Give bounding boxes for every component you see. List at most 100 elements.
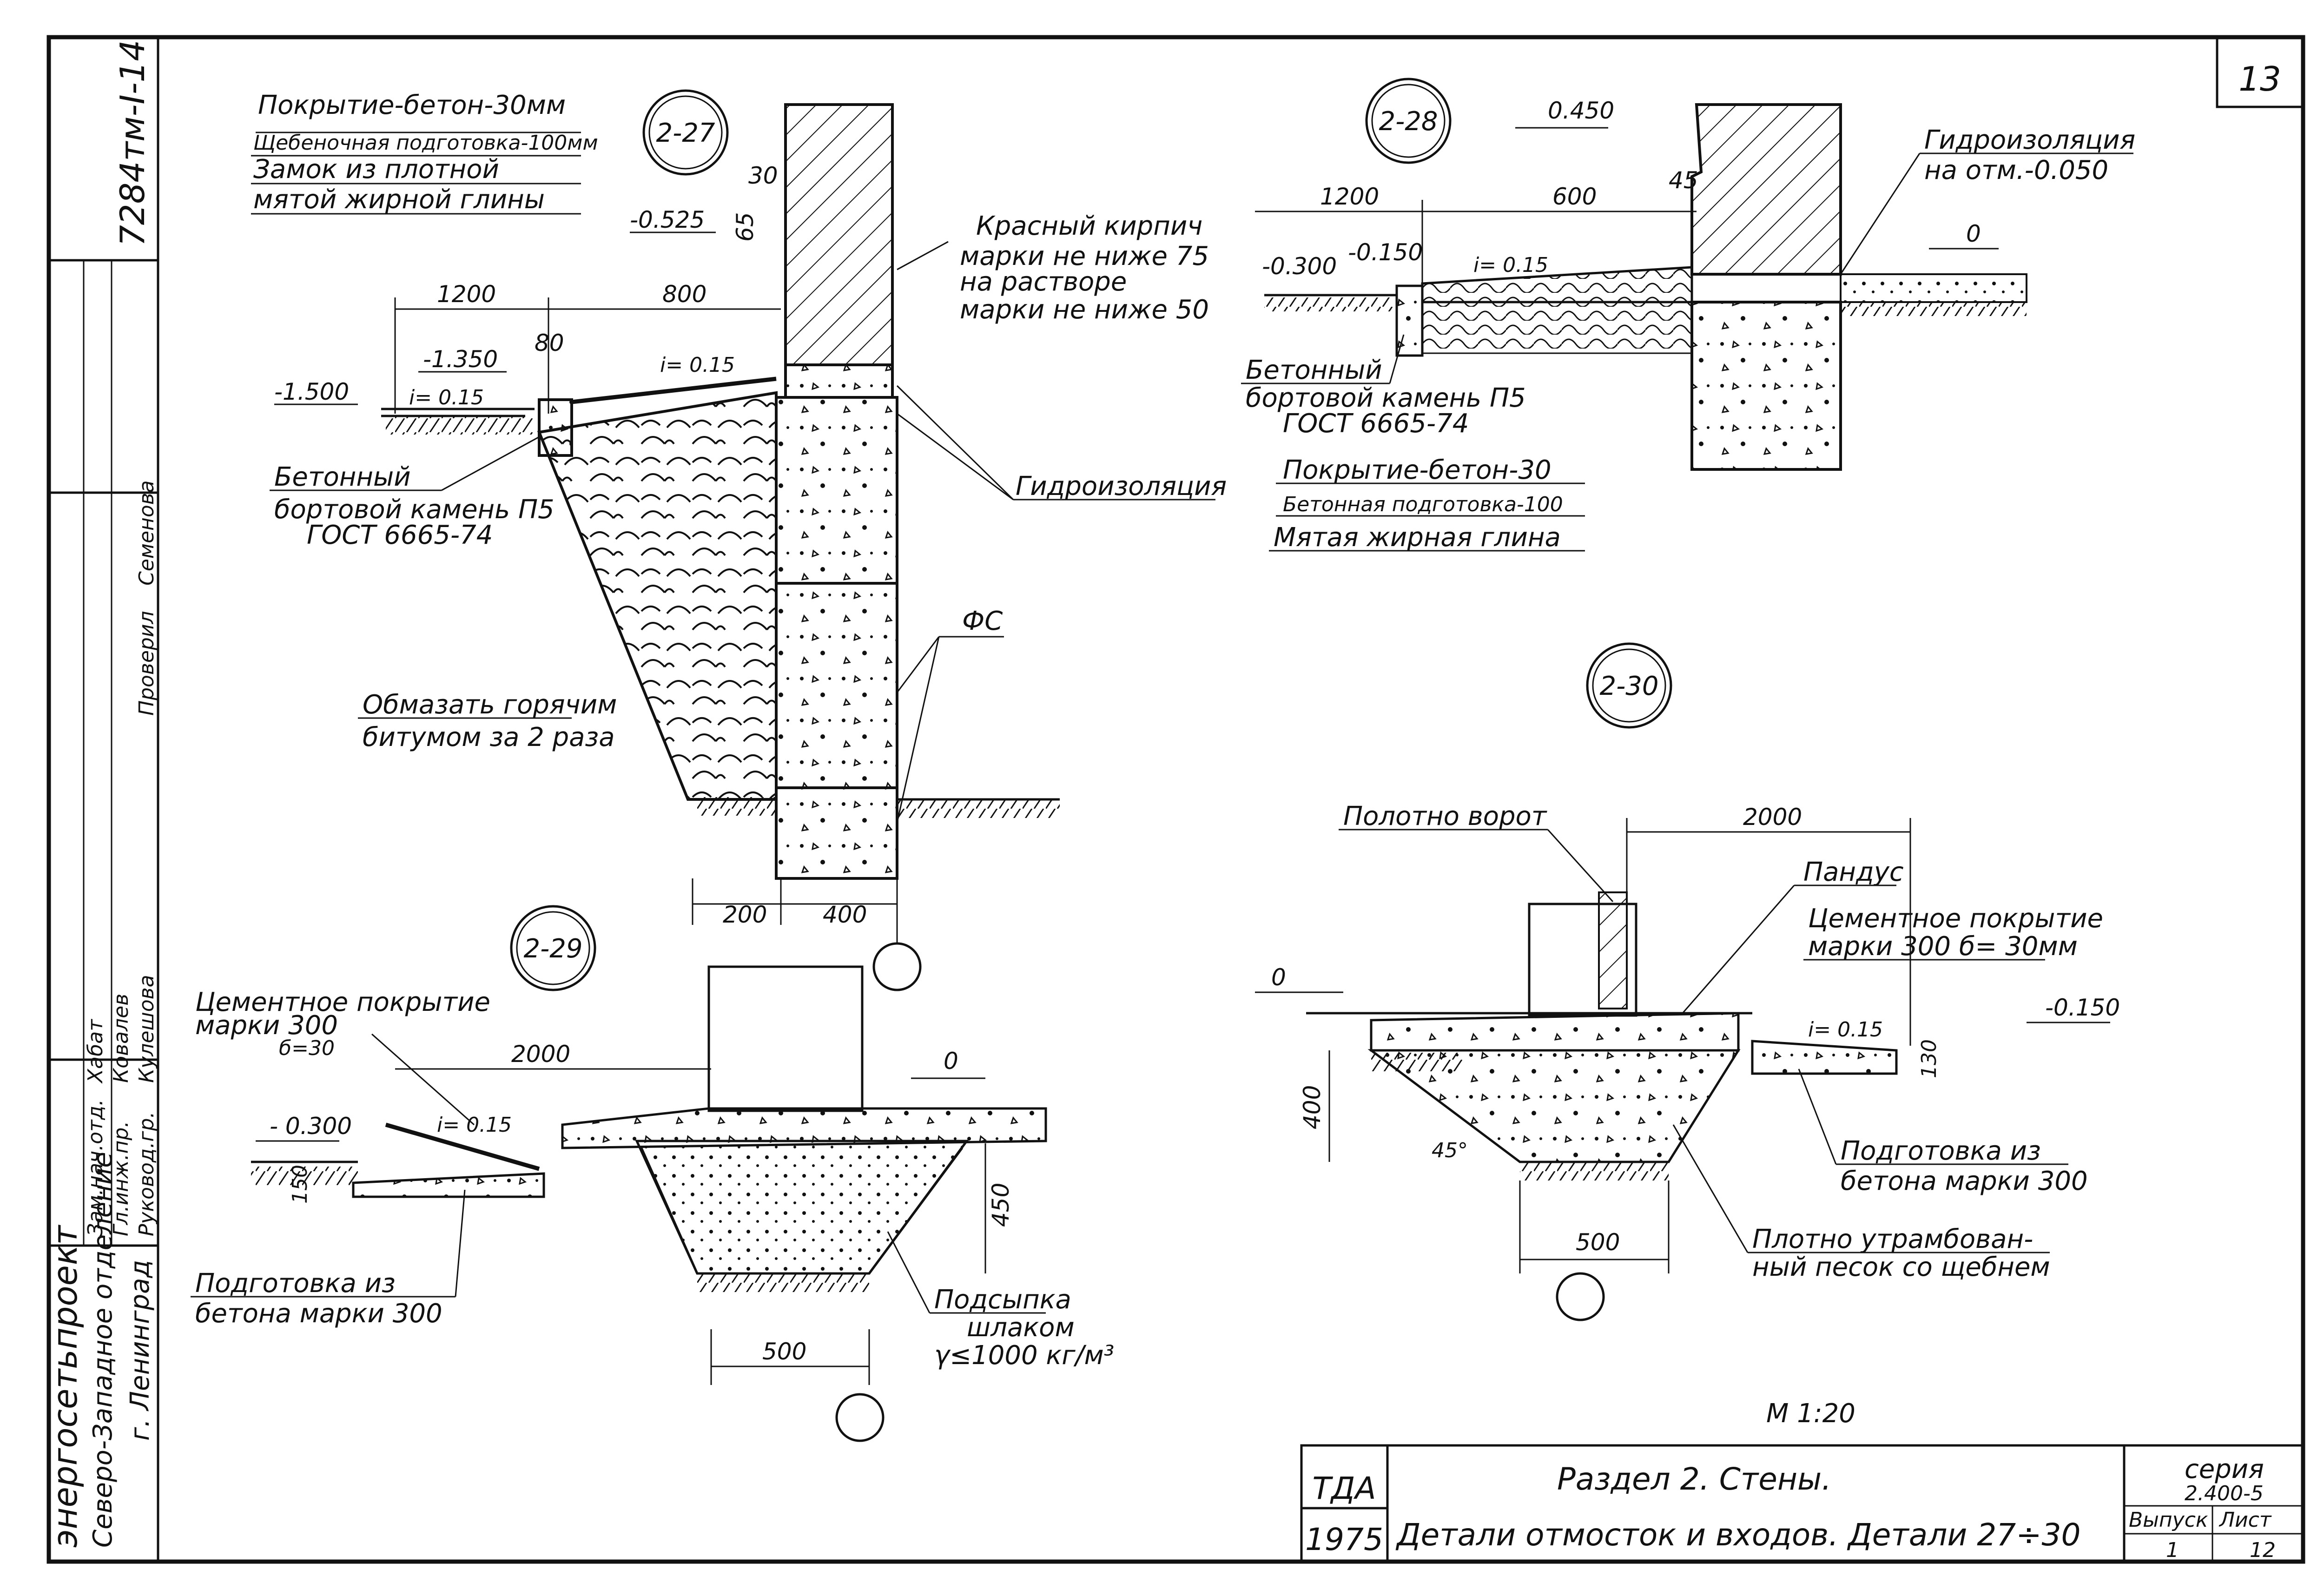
brick-wall <box>784 103 894 366</box>
detail-2-29-marker-text: 2-29 <box>523 934 582 964</box>
d28-waterproof-2: на отм.-0.050 <box>1924 155 2108 185</box>
side-stamp-role-2: Гл.инж.пр. <box>109 1121 133 1236</box>
d28-stone-2: бортовой камень П5 <box>1246 383 1526 413</box>
side-stamp-name-3: Кулешова <box>135 975 158 1083</box>
detail-2-28: 2-28 0.450 1200 600 -0.300 -0.150 i= 0.1… <box>1241 78 2135 553</box>
d28-level-0450: 0.450 <box>1548 97 1614 124</box>
d28-paving <box>1421 266 1693 303</box>
d30-dim-130: 130 <box>1917 1039 1941 1078</box>
d27-stone-2: бортовой камень П5 <box>274 495 555 525</box>
d29-prep-1: Подготовка из <box>195 1268 396 1299</box>
side-stamp-role-1: Зам.нач.отд. <box>84 1099 107 1236</box>
title-section: Раздел 2. Стены. <box>1557 1461 1831 1497</box>
d28-foundation <box>1690 301 1842 471</box>
d27-slope-a: i= 0.15 <box>409 386 484 409</box>
foundation-block-1 <box>775 396 898 585</box>
detail-2-29-marker <box>510 905 596 991</box>
d29-dim-150: 150 <box>288 1165 312 1204</box>
detail-2-27: 2-27 Покрытие-бетон-30мм Щебеночная подг… <box>251 89 1227 991</box>
detail-2-30: 2-30 Полотно ворот 2000 Пандус Цементное… <box>1255 642 2120 1321</box>
d28-layer-2: Бетонная подготовка-100 <box>1283 493 1563 516</box>
d30-ramp-slab <box>1370 1012 1740 1052</box>
waterproof-layer <box>784 363 894 399</box>
side-stamp: 7284тм-І-14 Зам.нач.отд. Гл.инж.пр. Руко… <box>46 40 158 1548</box>
d29-dim-500: 500 <box>762 1338 806 1365</box>
d27-waterproof: Гидроизоляция <box>1016 471 1227 501</box>
side-stamp-department: Северо-Западное отделение <box>88 1152 118 1548</box>
d29-door-post <box>707 965 864 1112</box>
d30-prep-2: бетона марки 300 <box>1841 1166 2088 1196</box>
d29-dim-2000: 2000 <box>511 1041 570 1068</box>
d27-level-0525: -0.525 <box>630 206 705 233</box>
d29-fill-2: шлаком <box>967 1312 1075 1343</box>
detail-2-27-marker <box>642 89 729 176</box>
side-stamp-city: г. Ленинград <box>125 1260 155 1441</box>
d28-slope: i= 0.15 <box>1473 253 1548 277</box>
d29-cement-1: Цементное покрытие <box>195 987 490 1017</box>
d29-slope: i= 0.15 <box>437 1113 512 1137</box>
d30-cement-2: марки 300 б= 30мм <box>1808 931 2078 962</box>
d27-level-1350: -1.350 <box>423 346 498 373</box>
side-stamp-role-3: Руковод.гр. <box>135 1112 158 1236</box>
d28-waterproof-1: Гидроизоляция <box>1924 125 2135 155</box>
d30-outside-prep <box>1751 1040 1898 1075</box>
title-series-no: 2.400-5 <box>2185 1482 2264 1505</box>
title-block: ТДА 1975 Раздел 2. Стены. Детали отмосто… <box>1300 1444 2304 1563</box>
d30-slope: i= 0.15 <box>1808 1018 1883 1042</box>
d30-axis-bubble <box>1556 1272 1605 1321</box>
d27-dim-80: 80 <box>535 330 564 356</box>
curb-stone <box>538 398 573 457</box>
d27-dim-65: 65 <box>732 212 759 242</box>
d28-dim-1200: 1200 <box>1320 183 1379 210</box>
detail-2-30-marker <box>1586 642 1672 729</box>
d30-dim-400: 400 <box>1299 1085 1326 1129</box>
title-issue-label: Выпуск <box>2129 1508 2208 1532</box>
d30-gate-leaf <box>1598 891 1628 1009</box>
detail-2-30-marker-text: 2-30 <box>1599 671 1658 701</box>
d28-stone-1: Бетонный <box>1246 355 1382 385</box>
d28-layer-1: Покрытие-бетон-30 <box>1283 455 1552 485</box>
d30-ramp-label: Пандус <box>1803 857 1904 887</box>
d29-cement-2: марки 300 <box>195 1010 338 1041</box>
title-org: ТДА <box>1312 1471 1376 1506</box>
d30-prep-1: Подготовка из <box>1841 1136 2041 1166</box>
d30-gate-label: Полотно ворот <box>1343 801 1547 831</box>
d27-bitumen-1: Обмазать горячим <box>363 690 617 720</box>
d27-fs-label: ФС <box>962 606 1003 636</box>
sheet-number: 13 <box>2238 59 2281 99</box>
d27-dim-400: 400 <box>823 901 867 928</box>
scale-label: М 1:20 <box>1766 1398 1855 1429</box>
d29-prep-left <box>352 1172 545 1198</box>
detail-2-28-marker <box>1365 78 1452 164</box>
d30-cement-1: Цементное покрытие <box>1808 904 2103 934</box>
d27-slope-b: i= 0.15 <box>660 353 735 377</box>
detail-2-29: 2-29 Цементное покрытие марки 300 б=30 2… <box>191 905 1114 1442</box>
d28-wall <box>1690 103 1842 276</box>
side-stamp-code: 7284тм-І-14 <box>113 40 152 246</box>
d29-level-0300: - 0.300 <box>270 1113 352 1140</box>
d27-dim-30: 30 <box>748 162 778 189</box>
d29-concrete-slab <box>561 1107 1047 1149</box>
d27-layer-4: мятой жирной глины <box>253 185 545 215</box>
side-stamp-name-1: Хабат <box>84 1019 107 1084</box>
d28-dim-45: 45 <box>1669 167 1698 194</box>
foundation-block-3 <box>775 786 898 880</box>
d28-dim-600: 600 <box>1552 183 1597 210</box>
d27-stone-3: ГОСТ 6665-74 <box>307 520 493 550</box>
d28-level-zero: 0 <box>1966 220 1981 247</box>
d30-sand-1: Плотно утрамбован- <box>1752 1224 2033 1254</box>
d27-dim-1200: 1200 <box>437 281 496 308</box>
d27-layer-3: Замок из плотной <box>253 154 499 185</box>
side-stamp-name-2: Ковалев <box>109 994 133 1083</box>
d27-dim-800: 800 <box>662 281 706 308</box>
d29-level-zero: 0 <box>944 1048 958 1075</box>
d29-fill-3: γ≤1000 кг/м³ <box>934 1340 1114 1371</box>
d27-brick-2: марки не ниже 75 <box>960 241 1209 271</box>
detail-2-27-marker-text: 2-27 <box>656 118 715 148</box>
side-stamp-name-4: Семенова <box>135 480 158 586</box>
d29-prep-2: бетона марки 300 <box>195 1299 442 1329</box>
d28-level-0150: -0.150 <box>1348 239 1423 266</box>
d27-brick-4: марки не ниже 50 <box>960 295 1209 325</box>
d27-bitumen-2: битумом за 2 раза <box>363 722 615 752</box>
